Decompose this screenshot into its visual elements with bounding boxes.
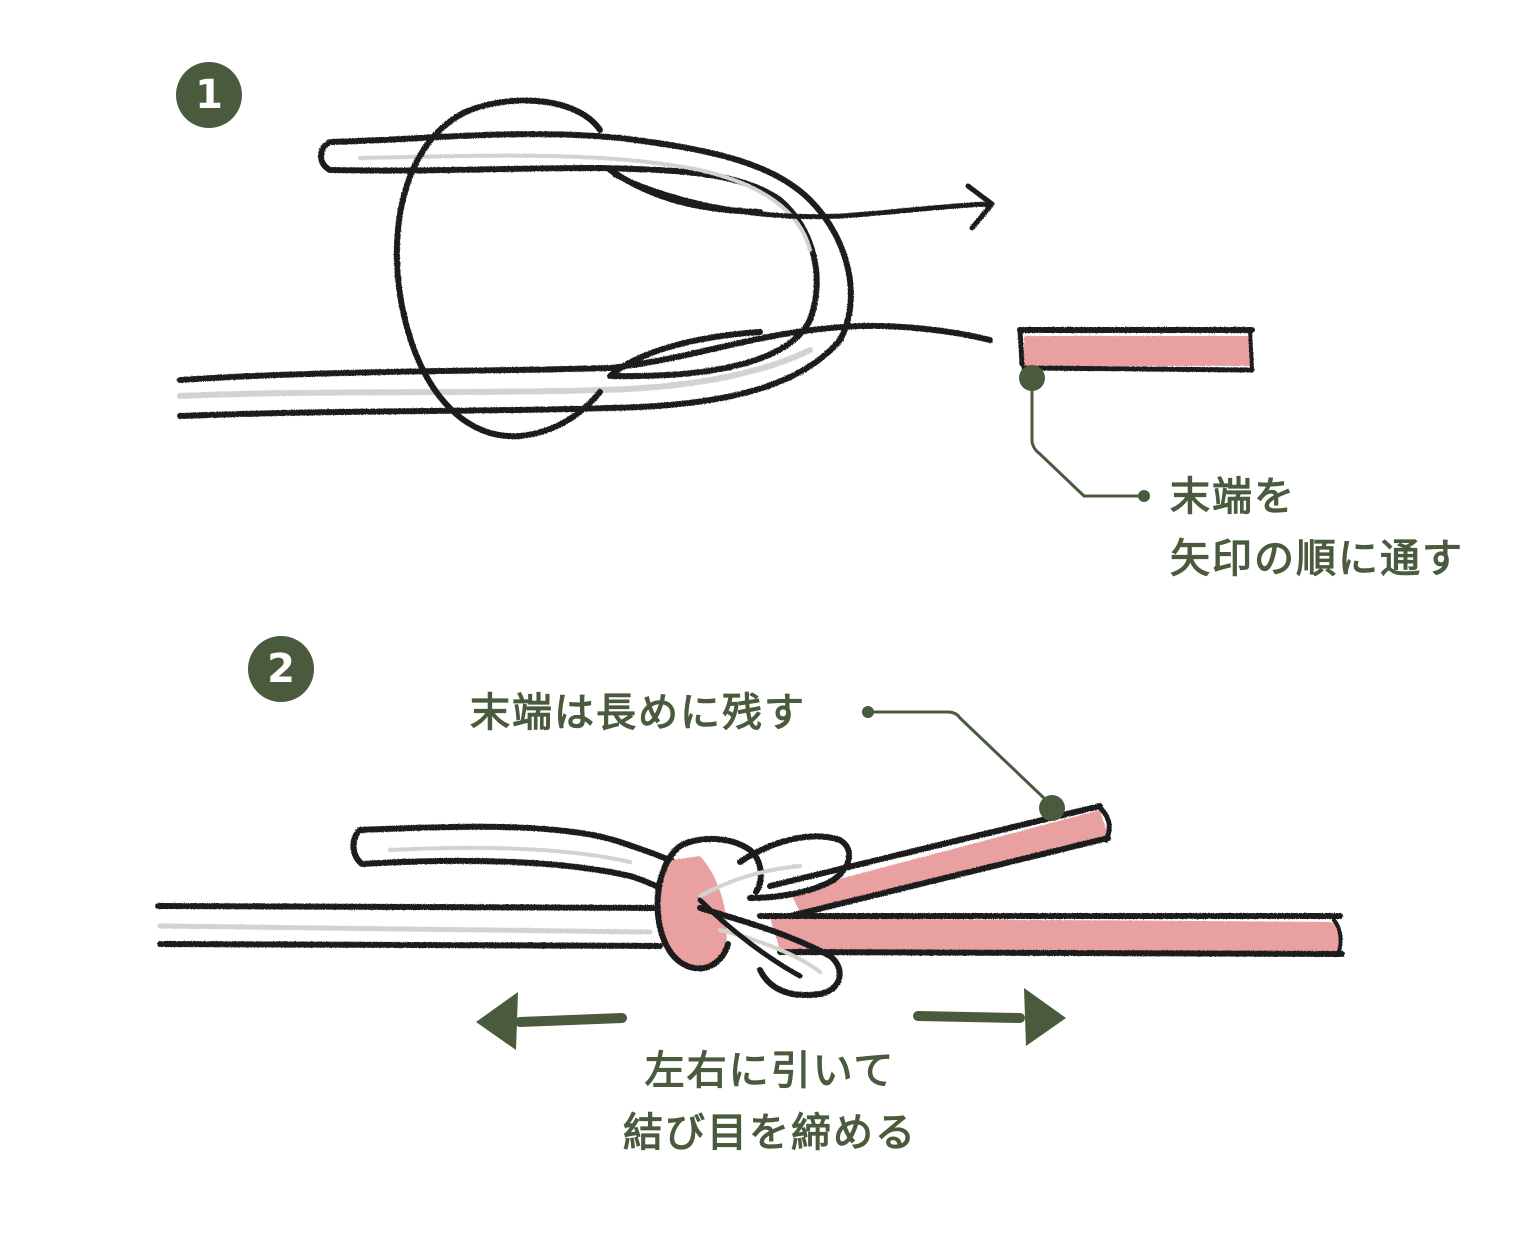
step1-number: 1 (195, 72, 223, 118)
step2-rope-drawing (155, 803, 1345, 998)
step2-callout (862, 706, 1065, 821)
step1-working-rope (177, 131, 854, 419)
step1-standing-rope (177, 322, 993, 383)
step1-rope-drawing (177, 97, 1255, 440)
arrow-left-icon (476, 992, 627, 1050)
step2-number: 2 (267, 646, 295, 692)
step1-label-line2: 矢印の順に通す (1170, 536, 1464, 582)
step2-right-rope (757, 913, 1345, 957)
step1-badge: 1 (176, 62, 242, 128)
step2-end-label-text: 末端は長めに残す (470, 690, 806, 736)
arrow-right-icon (965, 183, 995, 231)
step1-callout (1019, 365, 1150, 502)
step2-end-label: 末端は長めに残す (470, 682, 806, 744)
step2-short-end (350, 823, 693, 899)
step1-loop (393, 97, 603, 440)
arrow-right-icon (913, 988, 1066, 1046)
step2-left-rope (155, 903, 663, 949)
step1-rope-end (1017, 327, 1255, 373)
step2-pull-label: 左右に引いて 結び目を締める (560, 1040, 980, 1164)
step1-label-line1: 末端を (1170, 474, 1296, 520)
step2-knot (654, 833, 853, 998)
step1-arrow-path (612, 172, 993, 220)
step1-label: 末端を 矢印の順に通す (1170, 466, 1464, 590)
step2-badge: 2 (248, 636, 314, 702)
step2-rope-end (767, 803, 1112, 919)
step2-pull-label-line2: 結び目を締める (623, 1110, 917, 1156)
step2-pull-label-line1: 左右に引いて (644, 1048, 896, 1094)
